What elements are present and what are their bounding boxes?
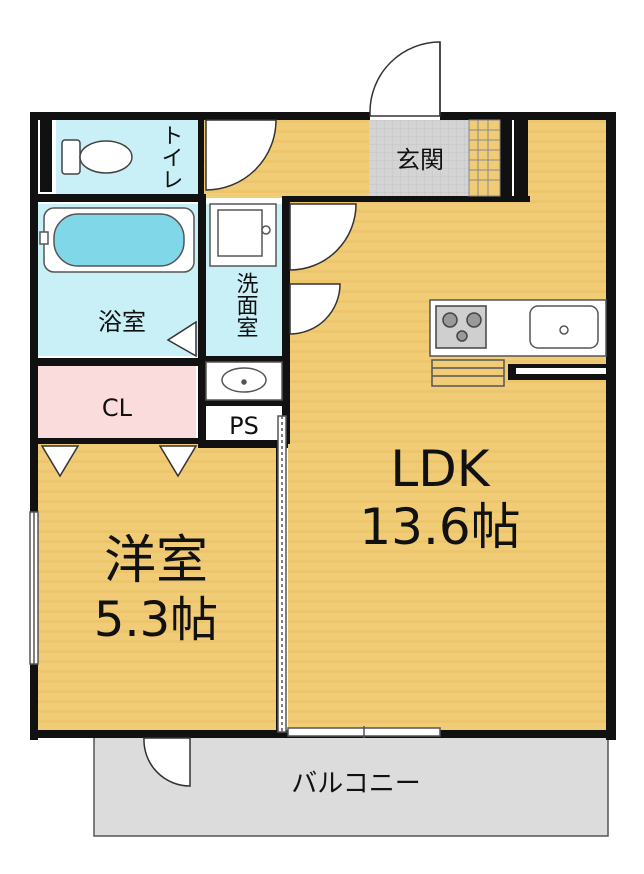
kitchen-sink-icon [529,305,599,349]
western-room-label: 洋室 [104,531,208,591]
toilet-label: トイレ [158,124,183,190]
closet-door-right [158,445,198,478]
entrance-floor [369,120,469,198]
ldk-size-label: 13.6帖 [359,498,520,556]
closet-floor [38,366,196,438]
stove-icon [435,305,487,349]
ldk-upper-floor [528,120,608,202]
doors [40,41,441,787]
western-room-size-label: 5.3帖 [94,592,218,648]
washing-machine-icon [209,203,277,267]
bathtub-icon [39,207,195,273]
ldk-floor [288,202,608,732]
ldk-label: LDK [390,440,490,498]
toilet-door [205,119,277,191]
entrance-label: 玄関 [396,146,444,174]
entrance-steps [468,119,501,197]
balcony-label: バルコニー [291,769,420,799]
ldk-door [289,283,341,335]
windows [29,415,441,738]
bath-door [166,320,197,358]
closet-door-left [40,445,80,478]
balcony-door [143,737,191,787]
bath-label: 浴室 [98,308,146,336]
washroom-label: 洗面室 [233,272,259,338]
front-door [369,41,441,117]
washroom-door [289,203,357,271]
sink-icon [205,361,283,401]
western-room-floor [38,440,278,732]
closet-label: CL [102,394,133,422]
ps-label: PS [229,412,259,440]
toilet-icon [61,139,133,175]
